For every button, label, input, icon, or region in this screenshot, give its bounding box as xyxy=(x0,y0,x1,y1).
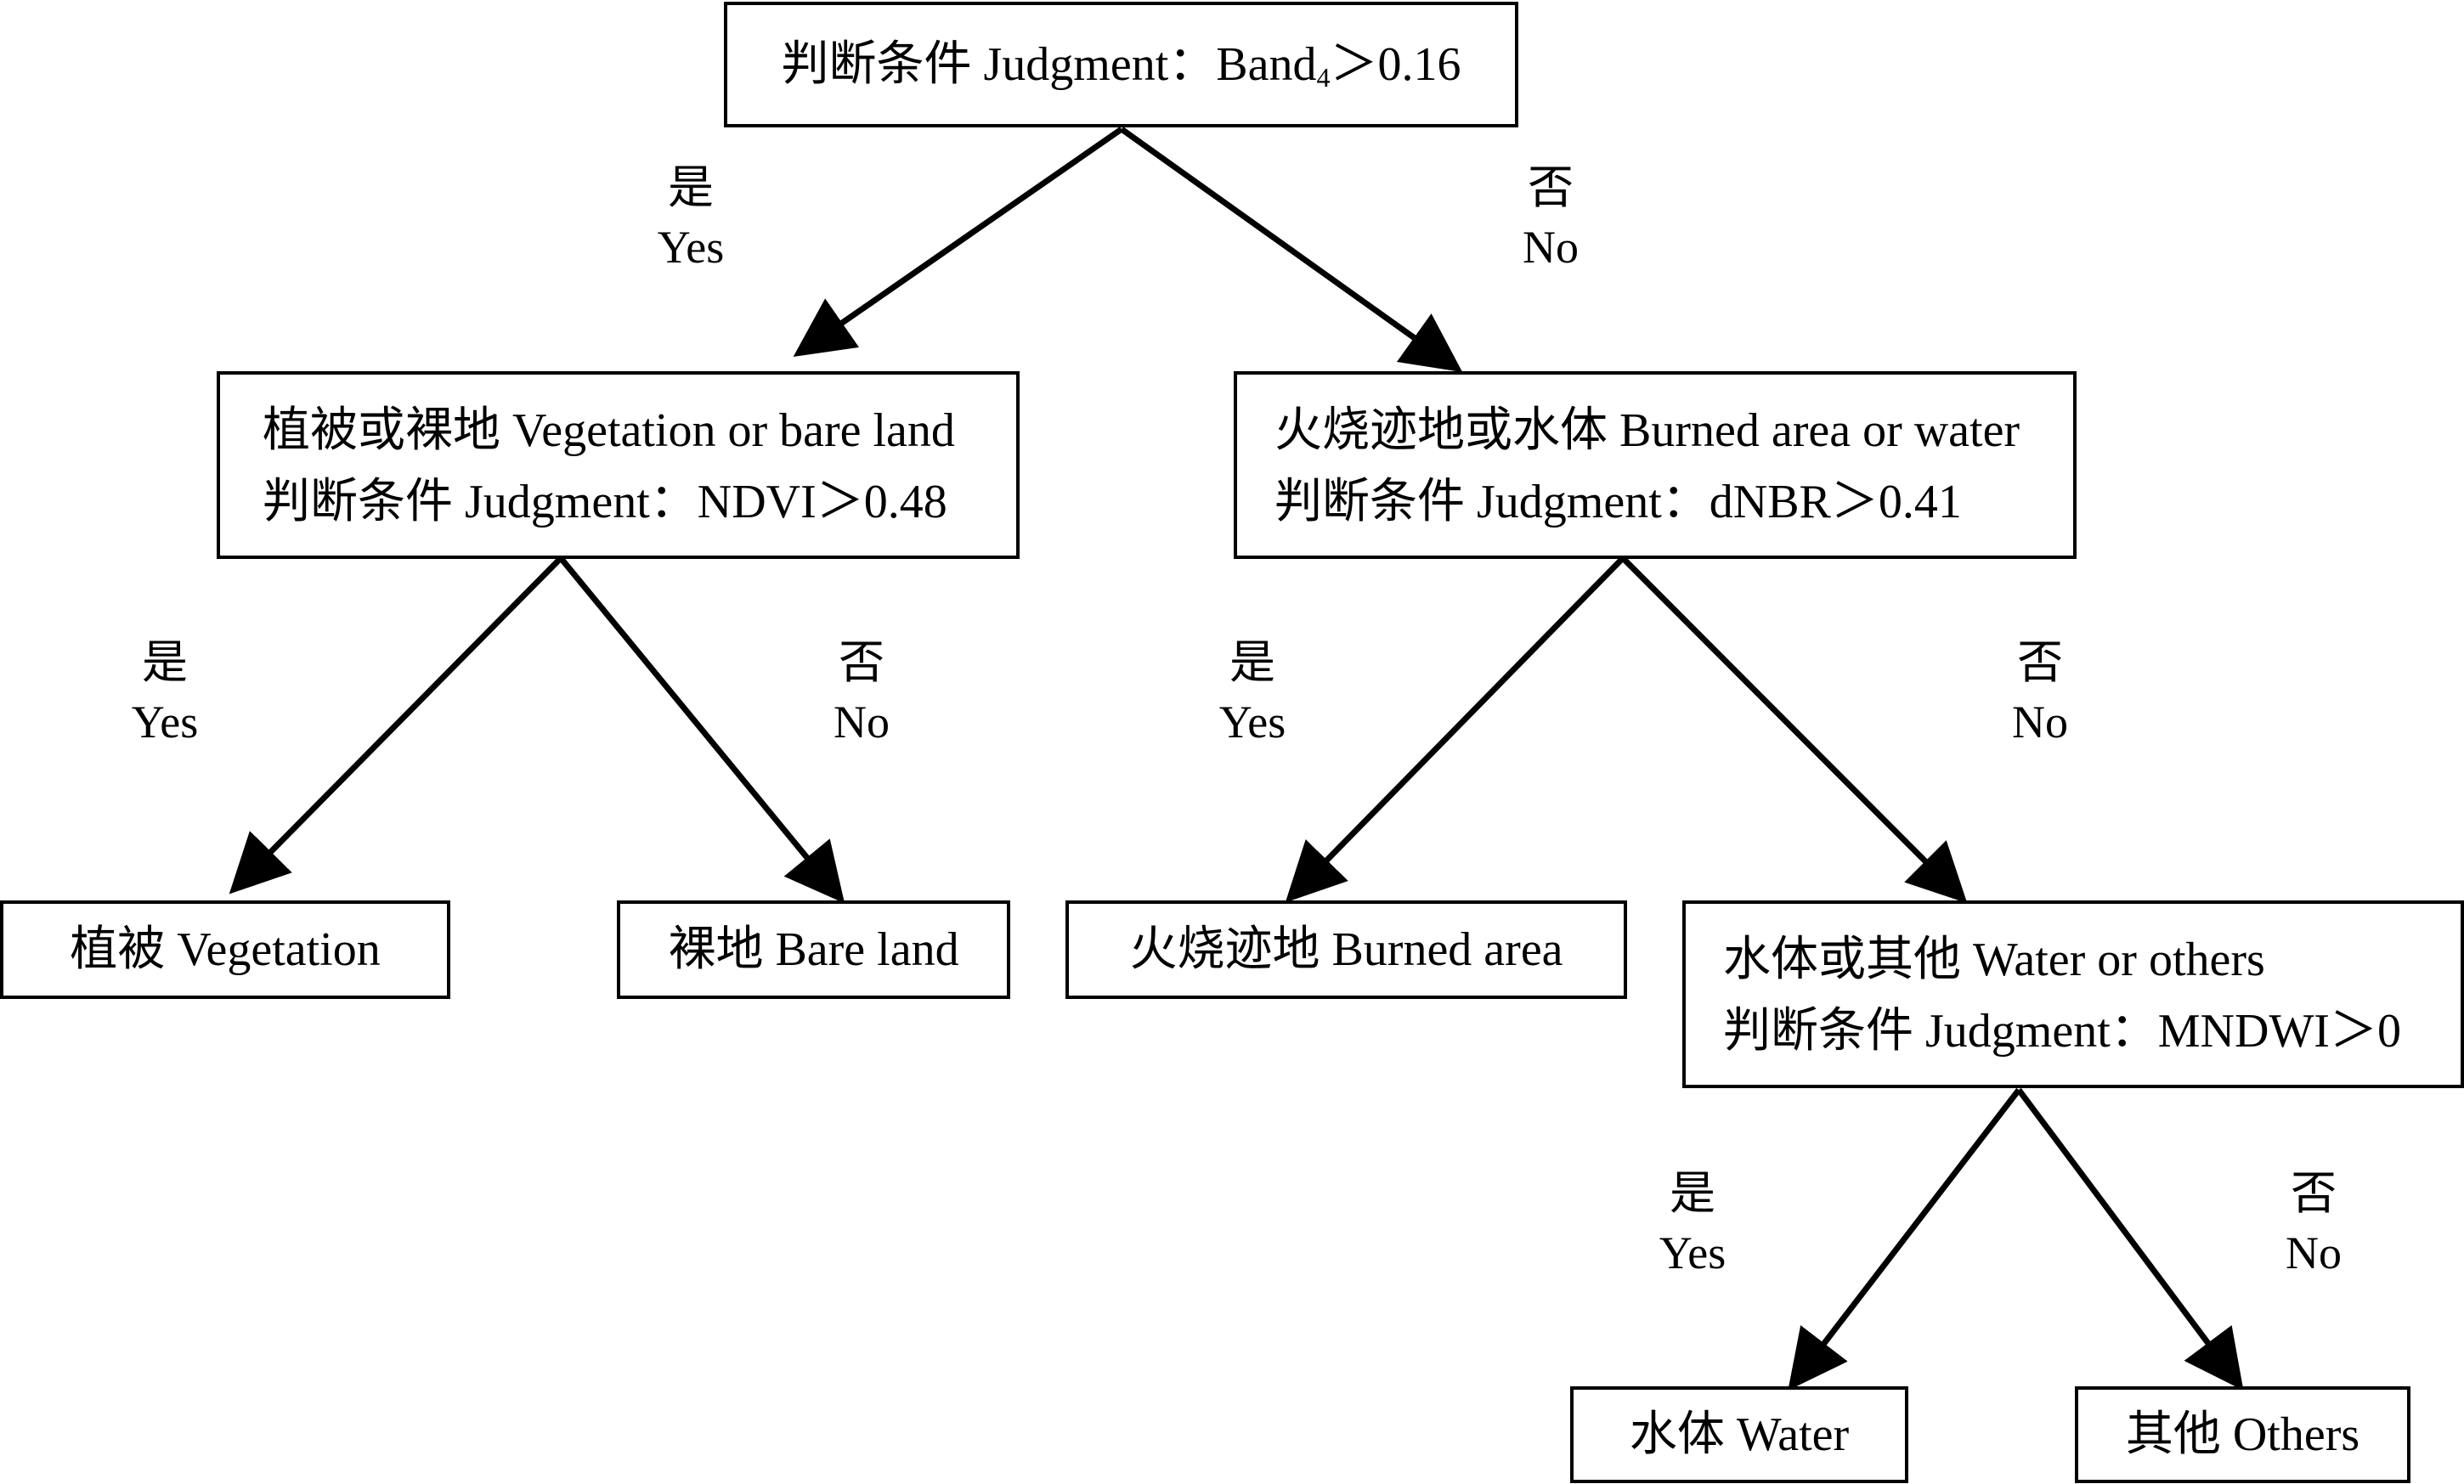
mndwi-no-label: 否 No xyxy=(2246,1164,2382,1283)
root-yes-label: 是 Yes xyxy=(623,158,759,277)
dnbr-yes-label: 是 Yes xyxy=(1184,633,1320,752)
water-or-others-title: 水体或其他 Water or others xyxy=(1723,934,2265,986)
water-leaf-text: 水体 Water xyxy=(1629,1408,1850,1461)
vegetation-or-bare-land-title: 植被或裸地 Vegetation or bare land xyxy=(263,404,955,457)
edge-root-no xyxy=(1119,127,1463,373)
burned-area-or-water-box: 火烧迹地或水体 Burned area or water 判断条件 Judgme… xyxy=(1234,371,2077,559)
dnbr-no-label: 否 No xyxy=(1972,633,2108,752)
ndvi-yes-en: Yes xyxy=(131,697,199,748)
dnbr-no-en: No xyxy=(2012,697,2068,748)
bare-land-leaf-text: 裸地 Bare land xyxy=(668,923,959,976)
edge-mndwi-yes xyxy=(1788,1087,2021,1391)
ndvi-no-cn: 否 xyxy=(839,637,884,688)
mndwi-no-en: No xyxy=(2286,1227,2342,1278)
dnbr-no-cn: 否 xyxy=(2017,637,2063,688)
burned-area-leaf-text: 火烧迹地 Burned area xyxy=(1129,923,1563,976)
water-leaf-box: 水体 Water xyxy=(1570,1386,1908,1483)
mndwi-yes-cn: 是 xyxy=(1670,1168,1715,1219)
edge-dnbr-no xyxy=(1620,556,1968,904)
root-judgment-box: 判断条件 Judgment：Band4＞0.16 xyxy=(724,2,1518,127)
vegetation-leaf-text: 植被 Vegetation xyxy=(70,923,381,976)
band-subscript: 4 xyxy=(1316,62,1331,93)
bare-land-leaf-box: 裸地 Bare land xyxy=(617,900,1010,999)
dnbr-yes-cn: 是 xyxy=(1229,637,1275,688)
root-judgment-text: 判断条件 Judgment：Band4＞0.16 xyxy=(781,38,1461,93)
ndvi-judgment-text: 判断条件 Judgment：NDVI＞0.48 xyxy=(263,476,947,528)
edge-mndwi-no xyxy=(2016,1087,2244,1391)
root-yes-cn: 是 xyxy=(668,162,714,213)
mndwi-no-cn: 否 xyxy=(2291,1168,2337,1219)
edge-ndvi-no xyxy=(558,556,845,904)
root-yes-en: Yes xyxy=(657,222,725,273)
mndwi-yes-en: Yes xyxy=(1659,1227,1726,1278)
root-no-label: 否 No xyxy=(1483,158,1619,277)
ndvi-no-en: No xyxy=(834,697,890,748)
mndwi-judgment-text: 判断条件 Judgment：MNDWI＞0 xyxy=(1723,1005,2401,1058)
water-or-others-box: 水体或其他 Water or others 判断条件 Judgment：MNDW… xyxy=(1682,900,2464,1088)
others-leaf-box: 其他 Others xyxy=(2075,1386,2410,1483)
burned-area-or-water-title: 火烧迹地或水体 Burned area or water xyxy=(1274,404,2020,457)
vegetation-leaf-box: 植被 Vegetation xyxy=(0,900,450,999)
burned-area-leaf-box: 火烧迹地 Burned area xyxy=(1065,900,1627,999)
ndvi-yes-cn: 是 xyxy=(142,637,188,688)
ndvi-yes-label: 是 Yes xyxy=(97,633,233,752)
edge-ndvi-yes xyxy=(229,556,563,894)
edge-dnbr-yes xyxy=(1285,556,1625,903)
ndvi-no-label: 否 No xyxy=(794,633,930,752)
mndwi-yes-label: 是 Yes xyxy=(1625,1164,1760,1283)
dnbr-judgment-text: 判断条件 Judgment：dNBR＞0.41 xyxy=(1274,476,1962,528)
root-no-cn: 否 xyxy=(1528,162,1574,213)
edge-root-yes xyxy=(793,127,1123,357)
others-leaf-text: 其他 Others xyxy=(2125,1408,2360,1461)
dnbr-yes-en: Yes xyxy=(1218,697,1286,748)
vegetation-or-bare-land-box: 植被或裸地 Vegetation or bare land 判断条件 Judgm… xyxy=(217,371,1020,559)
root-no-en: No xyxy=(1523,222,1579,273)
